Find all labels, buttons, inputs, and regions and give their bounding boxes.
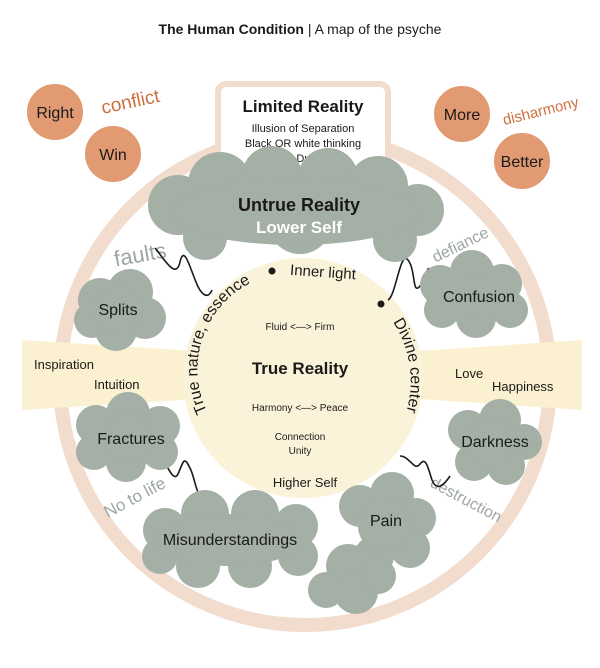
fractures-label: Fractures (97, 431, 165, 448)
limited-reality-line1: Illusion of Separation (252, 123, 355, 135)
harmony-peace-label: Harmony <—> Peace (252, 403, 349, 414)
confusion-label: Confusion (443, 289, 515, 306)
destruction-label: destruction (427, 475, 504, 527)
inner-light-label: Inner light (290, 262, 358, 284)
bubble-right: Right (25, 82, 85, 142)
left-banner (22, 340, 212, 410)
right-banner (405, 340, 582, 410)
cloud-untrue-reality (148, 146, 444, 262)
title-separator: | (304, 21, 315, 37)
love-label: Love (455, 366, 483, 381)
bubble-win: Win (83, 124, 143, 184)
squiggle-top-left (154, 247, 213, 297)
cloud-confusion (420, 250, 528, 338)
squiggle-bottom-right (399, 455, 451, 488)
title-rest: A map of the psyche (315, 21, 442, 37)
disharmony-label: disharmony (501, 94, 581, 129)
bubble-more: More (432, 84, 492, 144)
bubble-more-label: More (444, 107, 481, 124)
pain-label: Pain (370, 513, 402, 530)
unity-label: Unity (289, 446, 312, 457)
inspiration-label: Inspiration (34, 357, 94, 372)
cloud-darkness (448, 399, 542, 485)
splits-label: Splits (98, 302, 137, 319)
true-reality-title: True Reality (252, 359, 349, 378)
bubble-better: Better (492, 131, 552, 191)
divine-center-dot (377, 300, 385, 308)
lower-self-label: Lower Self (256, 218, 342, 237)
bubble-win-label: Win (99, 147, 127, 164)
limited-reality-title: Limited Reality (243, 97, 364, 116)
cloud-pain (308, 472, 436, 614)
bubble-better-label: Better (501, 154, 544, 171)
bubble-right-label: Right (36, 105, 74, 122)
connection-label: Connection (275, 432, 326, 443)
conflict-label: conflict (99, 86, 162, 119)
cloud-fractures (76, 392, 180, 482)
untrue-reality-title: Untrue Reality (238, 195, 360, 215)
fluid-firm-label: Fluid <—> Firm (266, 322, 335, 333)
higher-self-label: Higher Self (273, 475, 338, 490)
misunderstandings-label: Misunderstandings (163, 532, 297, 549)
cloud-splits (74, 269, 166, 351)
happiness-label: Happiness (492, 379, 554, 394)
cloud-misunderstandings (142, 490, 318, 588)
inner-light-dot (268, 267, 276, 275)
darkness-label: Darkness (461, 434, 529, 451)
true-reality-core (183, 258, 423, 498)
page-title: The Human Condition | A map of the psych… (159, 21, 442, 37)
title-bold: The Human Condition (159, 21, 304, 37)
intuition-label: Intuition (94, 377, 140, 392)
